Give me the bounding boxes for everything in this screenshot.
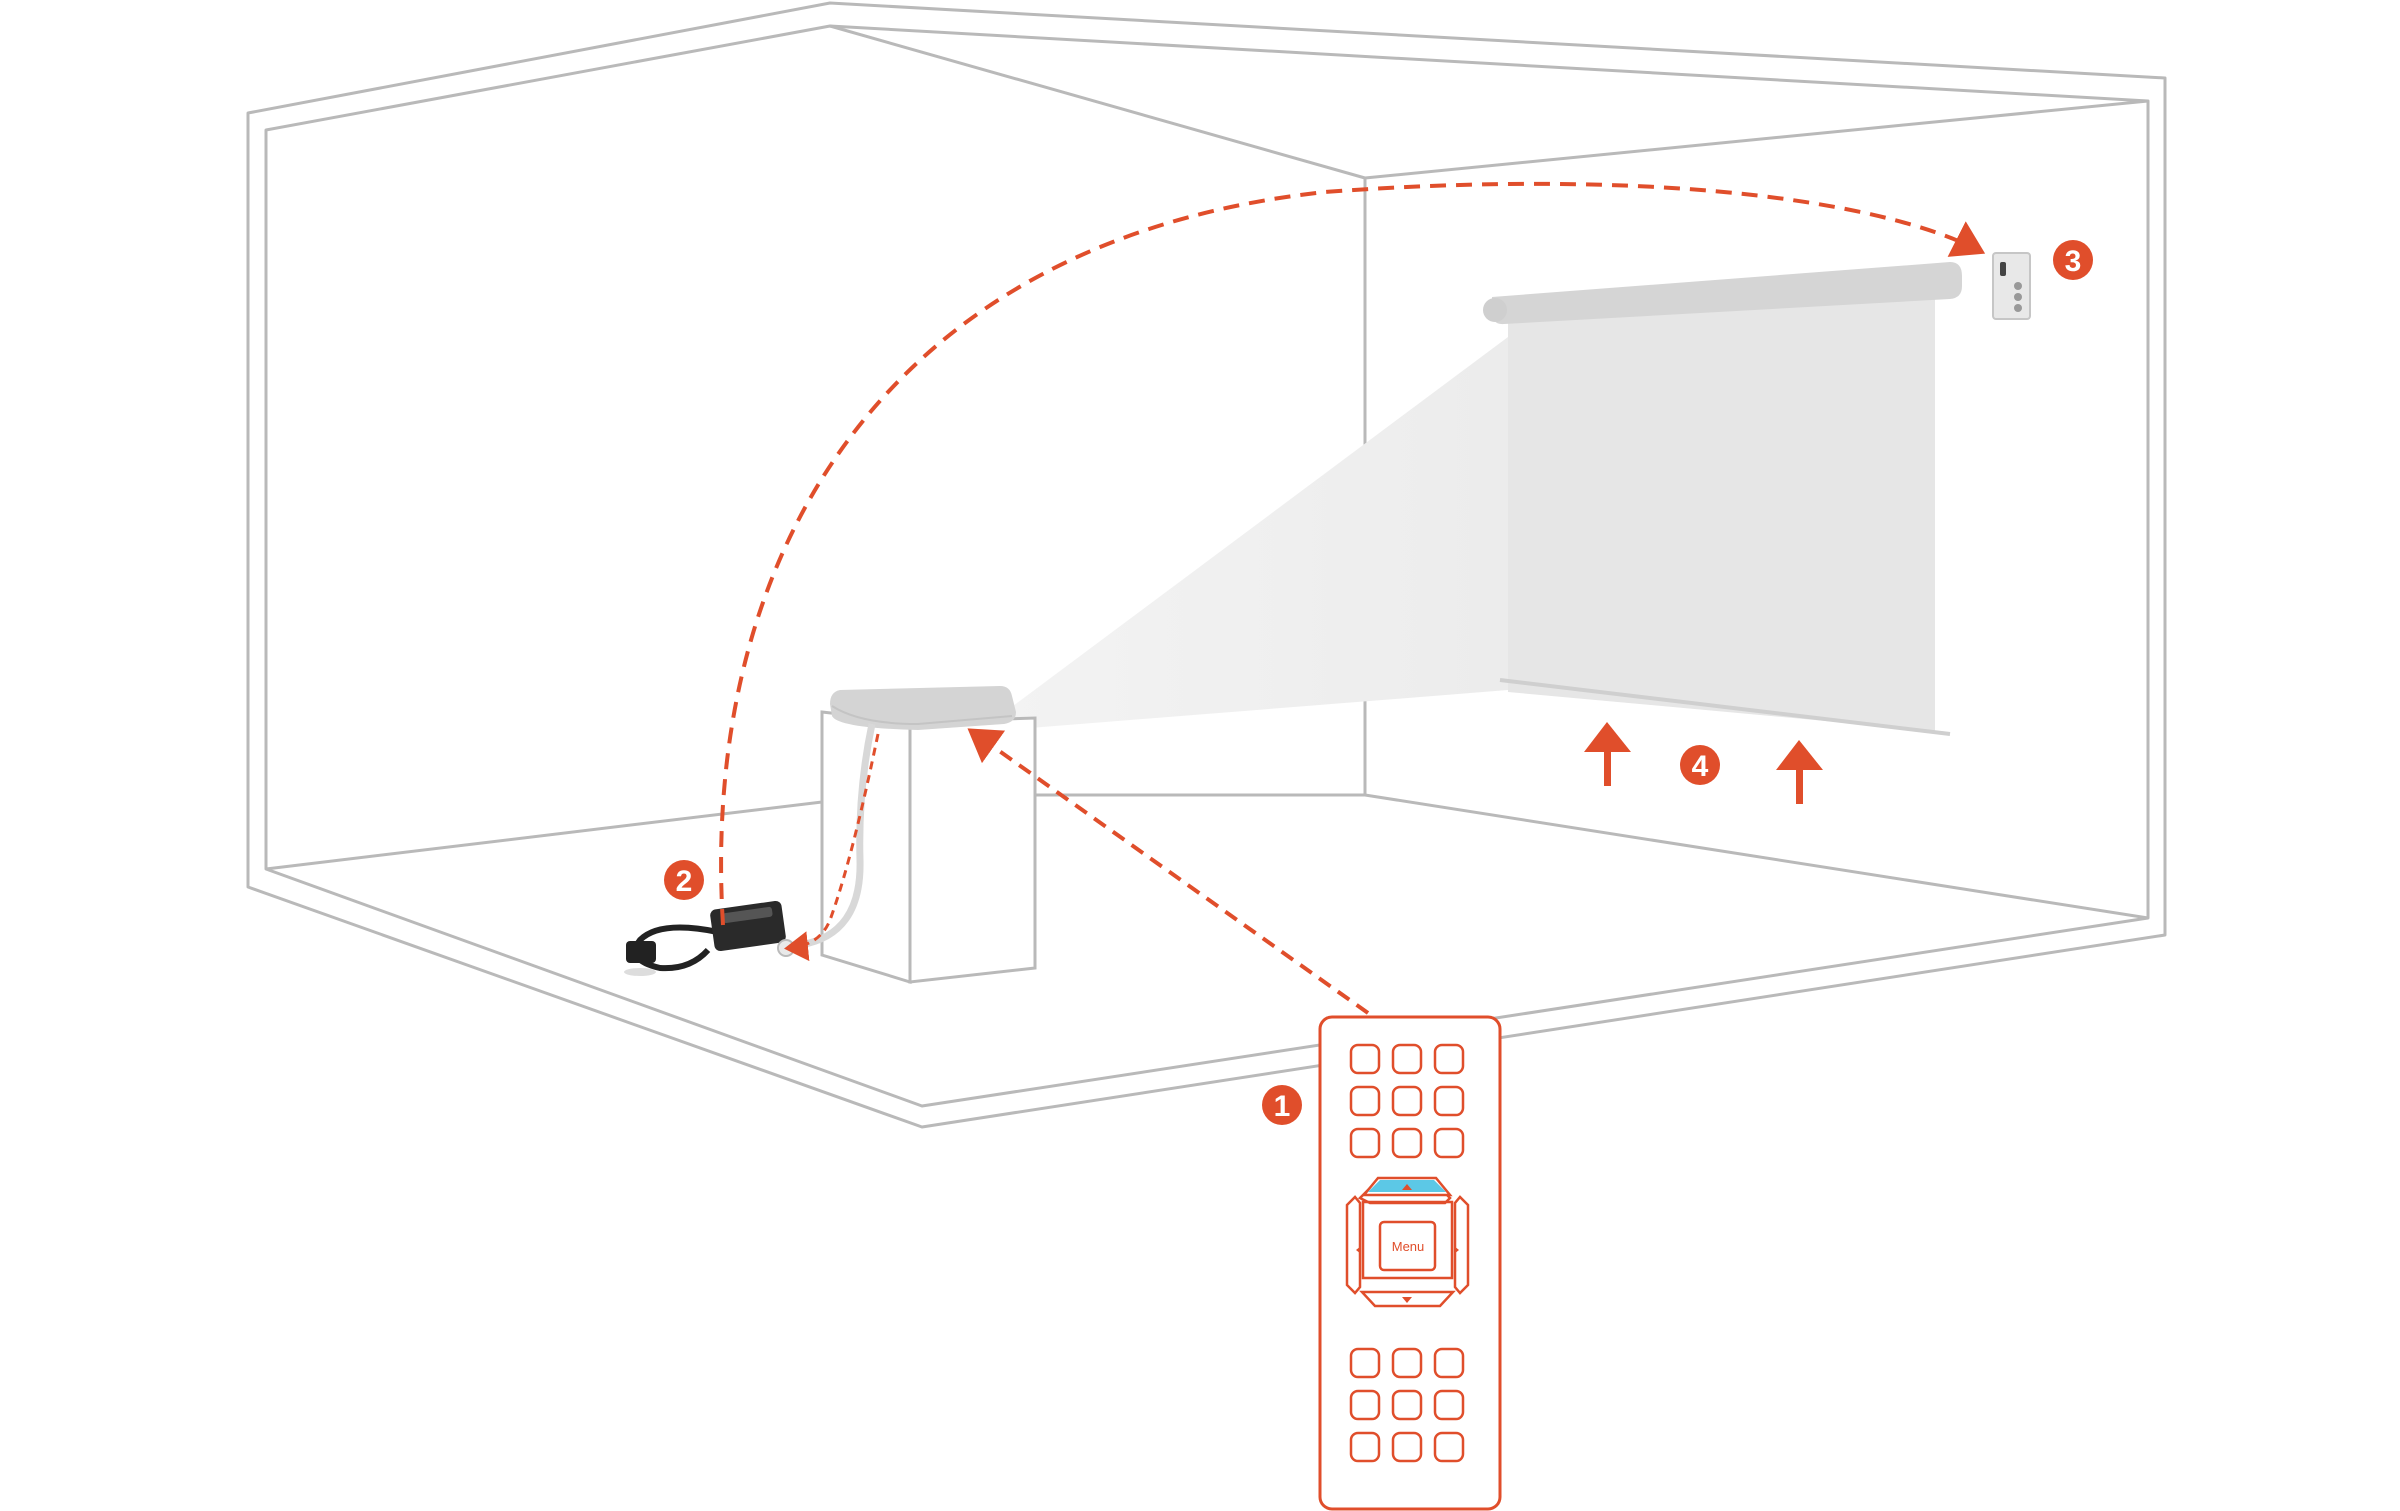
remote-key-button[interactable] [1433,1389,1465,1421]
remote-key-button[interactable] [1391,1431,1423,1463]
svg-text:2: 2 [676,865,693,898]
remote-key-button[interactable] [1349,1085,1381,1117]
left-arrow-icon[interactable] [1356,1246,1361,1254]
remote-key-button[interactable] [1433,1431,1465,1463]
remote-keypad-top [1349,1043,1465,1159]
remote-key-button[interactable] [1349,1431,1381,1463]
up-arrow-icon [1584,722,1631,786]
remote-key-button[interactable] [1433,1347,1465,1379]
remote-key-button[interactable] [1349,1043,1381,1075]
wall-switch-icon [1992,252,2031,320]
remote-key-button[interactable] [1433,1043,1465,1075]
step-badge-3: 3 [2053,240,2093,280]
remote-keypad-bottom [1349,1347,1465,1463]
signal-projector-to-plug [784,733,880,962]
remote-menu-button[interactable]: Menu [1392,1239,1425,1254]
remote-key-button[interactable] [1433,1085,1465,1117]
signal-plug-to-switch [719,181,1986,926]
svg-text:3: 3 [2065,245,2082,278]
svg-text:1: 1 [1274,1090,1291,1123]
projector-light-beam [1005,337,1508,728]
up-arrow-icon[interactable] [1368,1180,1446,1192]
remote-key-button[interactable] [1391,1127,1423,1159]
remote-key-button[interactable] [1349,1389,1381,1421]
projection-screen-icon [1483,262,1962,736]
down-arrow-icon[interactable] [1402,1297,1412,1303]
projector-power-cable [799,723,876,949]
projector-icon [830,686,1016,730]
remote-key-button[interactable] [1349,1127,1381,1159]
remote-control: Menu [1318,1015,1502,1511]
remote-key-button[interactable] [1349,1347,1381,1379]
smart-plug-icon [624,900,795,976]
step-badge-1: 1 [1262,1085,1302,1125]
remote-key-button[interactable] [1391,1389,1423,1421]
step-badge-4: 4 [1680,745,1720,785]
remote-key-button[interactable] [1391,1347,1423,1379]
svg-text:4: 4 [1692,750,1709,783]
remote-key-button[interactable] [1391,1043,1423,1075]
step-badge-2: 2 [664,860,704,900]
signal-remote-to-projector [967,728,1370,1015]
remote-key-button[interactable] [1391,1085,1423,1117]
remote-key-button[interactable] [1433,1127,1465,1159]
right-arrow-icon[interactable] [1454,1246,1459,1254]
up-arrow-icon [1776,740,1823,804]
